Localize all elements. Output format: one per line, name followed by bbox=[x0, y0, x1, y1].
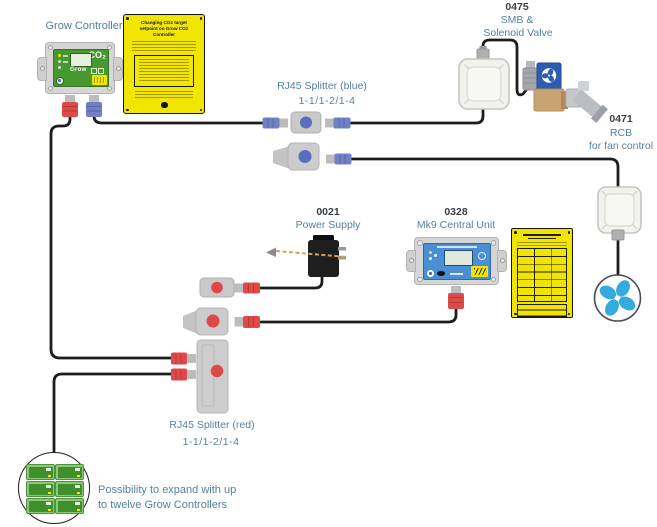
cable-splitter-to-central-unit bbox=[259, 307, 458, 324]
mini-grow-controller bbox=[55, 464, 84, 480]
rj45-splitter-red-title: RJ45 Splitter (red) bbox=[169, 419, 255, 431]
label-logo-icon bbox=[160, 101, 168, 108]
rj45-splitter-red-block-1 bbox=[199, 277, 235, 298]
rj45-connector-red bbox=[234, 316, 260, 328]
power-supply-device bbox=[266, 235, 348, 277]
port-marker bbox=[91, 68, 97, 74]
solenoid-valve bbox=[522, 61, 608, 123]
rj45-connector-red bbox=[448, 286, 464, 309]
solenoid-logo-icon bbox=[541, 68, 557, 83]
rj45-connector-blue bbox=[326, 153, 352, 165]
lcd-screen bbox=[70, 53, 92, 67]
mini-warning-sticker bbox=[92, 75, 107, 85]
cable-red-controller-to-splitter bbox=[49, 108, 175, 360]
rj45-connector-red bbox=[171, 352, 196, 365]
expansion-circle bbox=[18, 452, 90, 524]
rj45-splitter-red-subtitle: 1-1/1-2/1-4 bbox=[182, 436, 240, 448]
cable-power-to-splitter bbox=[259, 273, 324, 290]
mini-grow-controller bbox=[26, 498, 55, 514]
smb-label-line1: SMB & bbox=[500, 14, 534, 26]
rj45-connector-blue bbox=[262, 117, 288, 129]
grow-controller-label: Grow Controller bbox=[45, 20, 123, 32]
label-title-line bbox=[528, 237, 556, 239]
warning-inner-box bbox=[134, 54, 194, 87]
expansion-note-line2: to twelve Grow Controllers bbox=[98, 499, 227, 511]
cable-smb-to-solenoid bbox=[481, 38, 529, 97]
mini-warning-sticker bbox=[471, 266, 488, 277]
cable-blue-splitter-to-smb bbox=[349, 105, 485, 125]
port-marker bbox=[98, 68, 104, 74]
expansion-note-line1: Possibility to expand with up bbox=[98, 484, 237, 496]
status-led bbox=[58, 54, 61, 57]
grow-controller-device: CO₂ Grow bbox=[37, 42, 123, 94]
rj45-splitter-blue-block-2 bbox=[273, 142, 320, 171]
mini-grow-controller bbox=[26, 464, 55, 480]
cable-blue-splitter-to-rcb bbox=[350, 157, 620, 190]
label-footer-rows bbox=[517, 303, 567, 317]
rj45-connector-red bbox=[171, 368, 196, 381]
buzzer-icon bbox=[478, 252, 486, 260]
rcb-code: 0471 bbox=[609, 113, 633, 125]
status-led bbox=[58, 66, 61, 69]
rj45-connector-blue bbox=[325, 117, 351, 129]
smb-label-line2: Solenoid Valve bbox=[483, 27, 553, 39]
grow-model-text: Grow bbox=[70, 67, 87, 73]
rj45-connector-red bbox=[62, 95, 78, 117]
brand-logo-icon bbox=[56, 77, 64, 85]
fine-print-lines bbox=[135, 90, 193, 99]
insert-arrow-icon bbox=[266, 247, 276, 257]
fan-icon bbox=[593, 274, 642, 322]
rj45-connector-red bbox=[234, 282, 260, 294]
power-supply-code: 0021 bbox=[316, 206, 340, 218]
rj45-connector-blue bbox=[86, 95, 102, 117]
central-unit-device bbox=[406, 237, 507, 285]
sensor-opening bbox=[437, 271, 445, 276]
fine-print-lines bbox=[517, 241, 567, 246]
smb-box bbox=[458, 46, 510, 110]
co2-brand-text: CO₂ bbox=[88, 50, 107, 60]
warning-label: Changing CO2 target setpoint on Grow CO2… bbox=[123, 14, 205, 114]
central-unit-safety-label bbox=[511, 228, 573, 318]
cable-red-splitter-to-expansion bbox=[52, 372, 175, 453]
rcb-label-line2: for fan control bbox=[588, 140, 654, 152]
rcb-label-line1: RCB bbox=[609, 127, 633, 139]
central-unit-code: 0328 bbox=[444, 206, 468, 218]
grow-controller-panel: CO₂ Grow bbox=[53, 49, 109, 87]
rcb-box bbox=[597, 186, 642, 241]
brand-logo-icon bbox=[427, 270, 434, 277]
mini-grow-controller bbox=[55, 481, 84, 497]
rj45-splitter-blue-block-1 bbox=[290, 111, 322, 134]
mounting-ear bbox=[497, 250, 507, 272]
mounting-ear bbox=[406, 250, 416, 272]
status-led bbox=[434, 254, 437, 257]
lcd-screen bbox=[444, 250, 473, 266]
smb-code: 0475 bbox=[505, 1, 529, 13]
mounting-ear bbox=[113, 57, 123, 81]
mini-grow-controller bbox=[55, 498, 84, 514]
central-unit-panel bbox=[423, 243, 491, 280]
fine-print-lines bbox=[132, 40, 196, 52]
rj45-splitter-red-main-block bbox=[196, 339, 229, 414]
status-led bbox=[58, 60, 61, 63]
label-title-line bbox=[523, 234, 561, 236]
rj45-splitter-blue-title: RJ45 Splitter (blue) bbox=[277, 80, 367, 92]
rj45-splitter-red-block-2 bbox=[183, 307, 229, 336]
warning-label-title: Changing CO2 target setpoint on Grow CO2… bbox=[139, 20, 189, 38]
status-led bbox=[429, 251, 432, 254]
rj45-splitter-blue-subtitle: 1-1/1-2/1-4 bbox=[298, 95, 356, 107]
status-led bbox=[429, 257, 432, 260]
central-unit-name: Mk9 Central Unit bbox=[416, 219, 496, 231]
mounting-ear bbox=[37, 57, 47, 81]
mini-grow-controller bbox=[26, 481, 55, 497]
label-table bbox=[517, 247, 567, 302]
power-supply-name: Power Supply bbox=[295, 219, 361, 231]
